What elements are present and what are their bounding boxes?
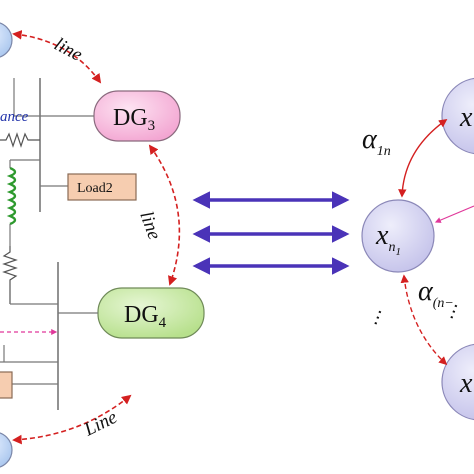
resistor-upper [0, 132, 40, 148]
xn1-label: xn1 [375, 220, 401, 258]
comm-arc-lower [400, 274, 448, 366]
alpha-1n-label: α1n [362, 124, 391, 159]
top-left-node-partial [0, 22, 13, 58]
resistor-lower [2, 246, 18, 304]
line-arc-mid [148, 144, 181, 286]
dg4-label: DG4 [124, 302, 167, 331]
impedance-label: ance [0, 109, 29, 125]
top-right-node-label: x [459, 102, 473, 133]
line-label-mid: line [135, 209, 164, 243]
xn1-node [361, 199, 435, 273]
load2-box [67, 173, 137, 201]
top-right-node-partial [441, 77, 474, 155]
alpha-n-label: α(n− [418, 276, 454, 311]
line-label-bottom: Line [80, 407, 120, 441]
bottom-right-node-label: x [459, 368, 473, 399]
comm-arc-upper [398, 119, 448, 198]
ellipsis-left: ⋯ [365, 306, 391, 330]
inductor-coil [6, 166, 17, 226]
bottom-right-node-partial [441, 343, 474, 421]
load2-label: Load2 [77, 181, 113, 196]
pink-signal-arrow-right [434, 205, 474, 223]
ellipsis-right: ⋯ [441, 300, 467, 324]
line-arc-top [12, 30, 102, 84]
lower-load-box-partial [0, 371, 13, 399]
bottom-left-node-partial [0, 432, 13, 468]
dg3-label: DG3 [113, 105, 155, 134]
